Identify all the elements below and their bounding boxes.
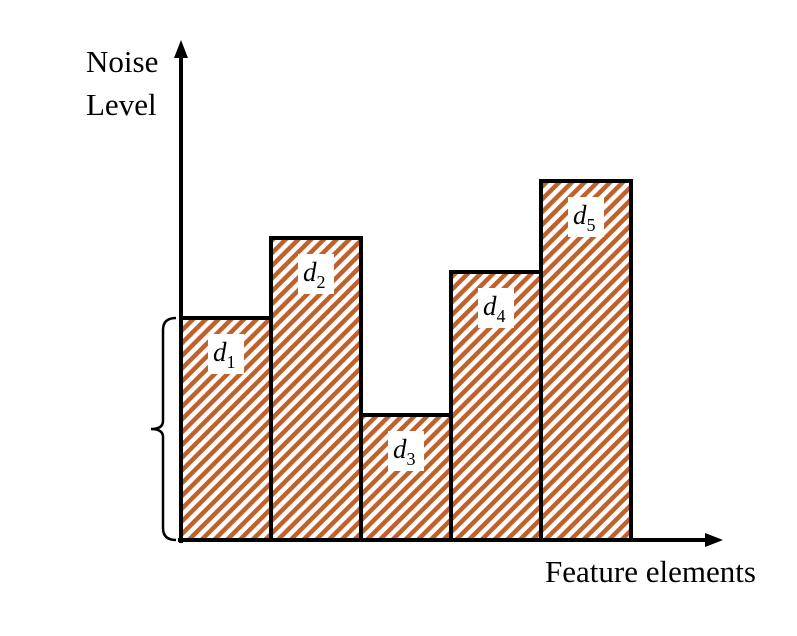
x-axis-arrowhead xyxy=(705,533,723,547)
y-axis-arrowhead xyxy=(174,40,188,58)
y-axis-label-line2: Level xyxy=(86,87,157,122)
bar-label-background xyxy=(388,431,424,471)
bar-label-background xyxy=(478,288,514,328)
bar-label-background xyxy=(298,254,334,294)
y-axis-label-line1: Noise xyxy=(86,44,158,79)
bar-label-background xyxy=(208,334,244,374)
bars-group xyxy=(179,179,633,542)
value-brace xyxy=(150,316,177,542)
bar-label-background xyxy=(568,197,604,237)
x-axis-label: Feature elements xyxy=(545,554,756,589)
